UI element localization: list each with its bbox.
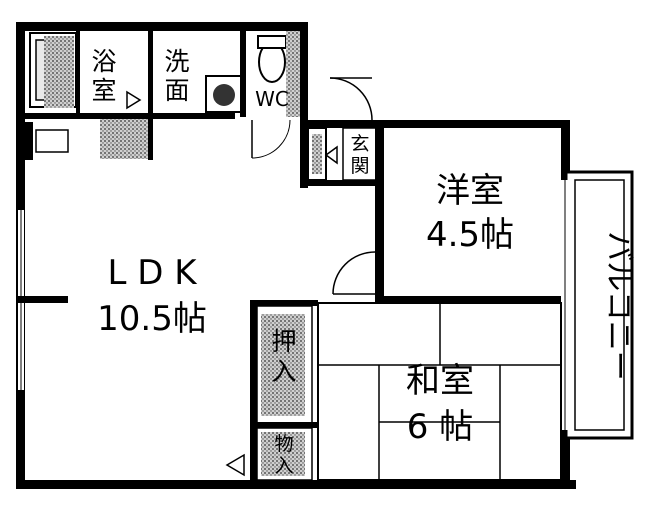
bathroom-area	[25, 31, 300, 160]
washroom-label-2: 面	[164, 76, 189, 105]
closet-small-label-1: 物	[274, 433, 293, 455]
bath-label-1: 浴	[91, 47, 116, 76]
japanese-room-tatami	[317, 302, 562, 481]
entrance-label-1: 玄	[350, 133, 369, 155]
japanese-room-name: 和室	[406, 361, 474, 401]
balcony	[561, 170, 634, 440]
closet-large-label-2: 入	[271, 357, 296, 386]
toilet-door	[251, 119, 291, 159]
closets	[225, 300, 318, 488]
closet-large-label-1: 押	[271, 327, 296, 356]
washroom-label-1: 洗	[164, 47, 189, 76]
western-room-size: 4.5帖	[426, 215, 514, 255]
ldk-size: 10.5帖	[97, 299, 207, 339]
western-room-name: 洋室	[436, 171, 504, 211]
japanese-room-size: 6 帖	[407, 407, 473, 447]
closet-small-label-2: 入	[274, 455, 293, 477]
entrance-area	[300, 77, 380, 188]
toilet-label: WC	[255, 87, 289, 111]
entrance-label-2: 関	[350, 155, 369, 177]
western-room	[332, 128, 570, 303]
ldk-window	[16, 210, 68, 390]
ldk-name: L D K	[107, 253, 198, 293]
bath-label-2: 室	[91, 76, 116, 105]
balcony-label: バルコニー	[601, 231, 636, 380]
